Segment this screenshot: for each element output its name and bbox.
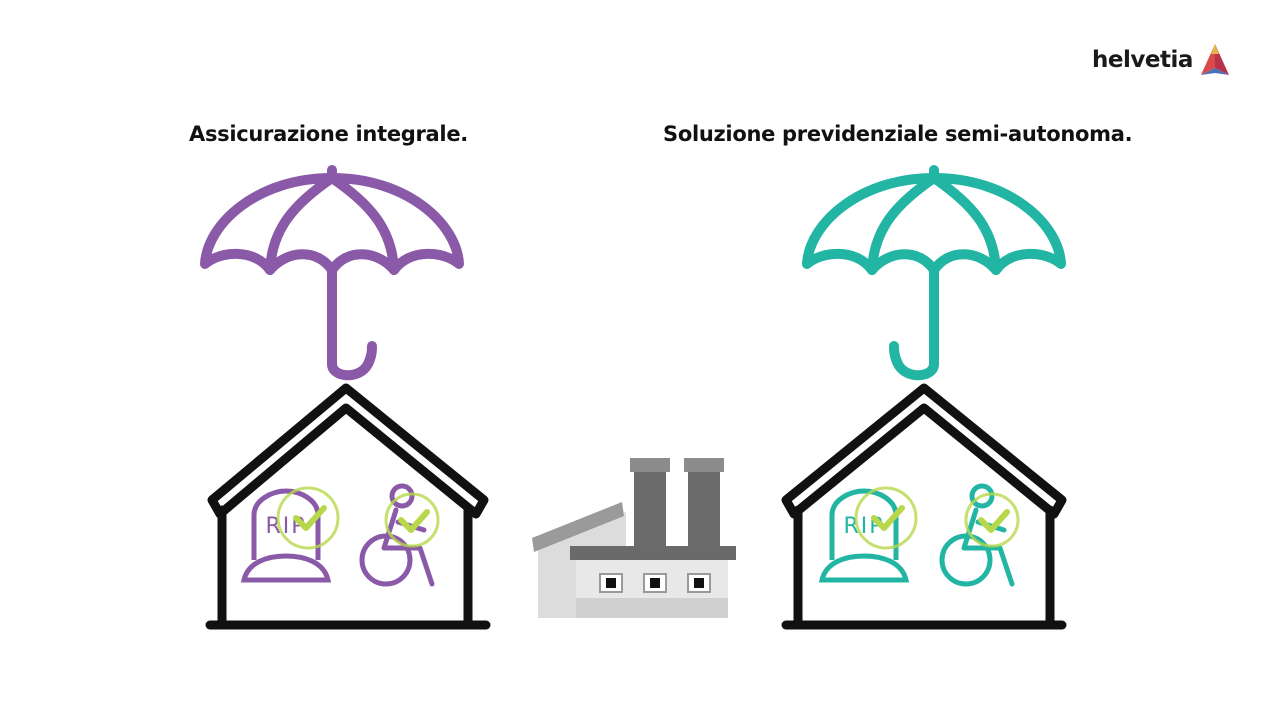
checkmark-icon-right-wheelchair <box>964 492 1020 548</box>
checkmark-icon-left-wheelchair <box>384 492 440 548</box>
house-icon-left <box>205 383 491 630</box>
checkmark-icon-right-tombstone <box>854 486 918 550</box>
tombstone-icon-right <box>818 488 910 583</box>
tombstone-icon-left <box>240 488 332 583</box>
umbrella-icon-right <box>802 165 1066 381</box>
logo-text: helvetia <box>1092 47 1193 73</box>
helvetia-logo: helvetia <box>1092 40 1242 80</box>
helvetia-logo-icon <box>1200 44 1229 75</box>
factory-icon <box>532 458 736 618</box>
wheelchair-icon-right <box>939 483 1015 587</box>
title-semi-autonomous: Soluzione previdenziale semi-autonoma. <box>663 122 1133 146</box>
umbrella-icon-left <box>200 165 464 381</box>
house-icon-right <box>781 383 1067 630</box>
checkmark-icon-left-tombstone <box>276 486 340 550</box>
title-full-insurance: Assicurazione integrale. <box>189 122 468 146</box>
wheelchair-icon-left <box>359 483 435 587</box>
